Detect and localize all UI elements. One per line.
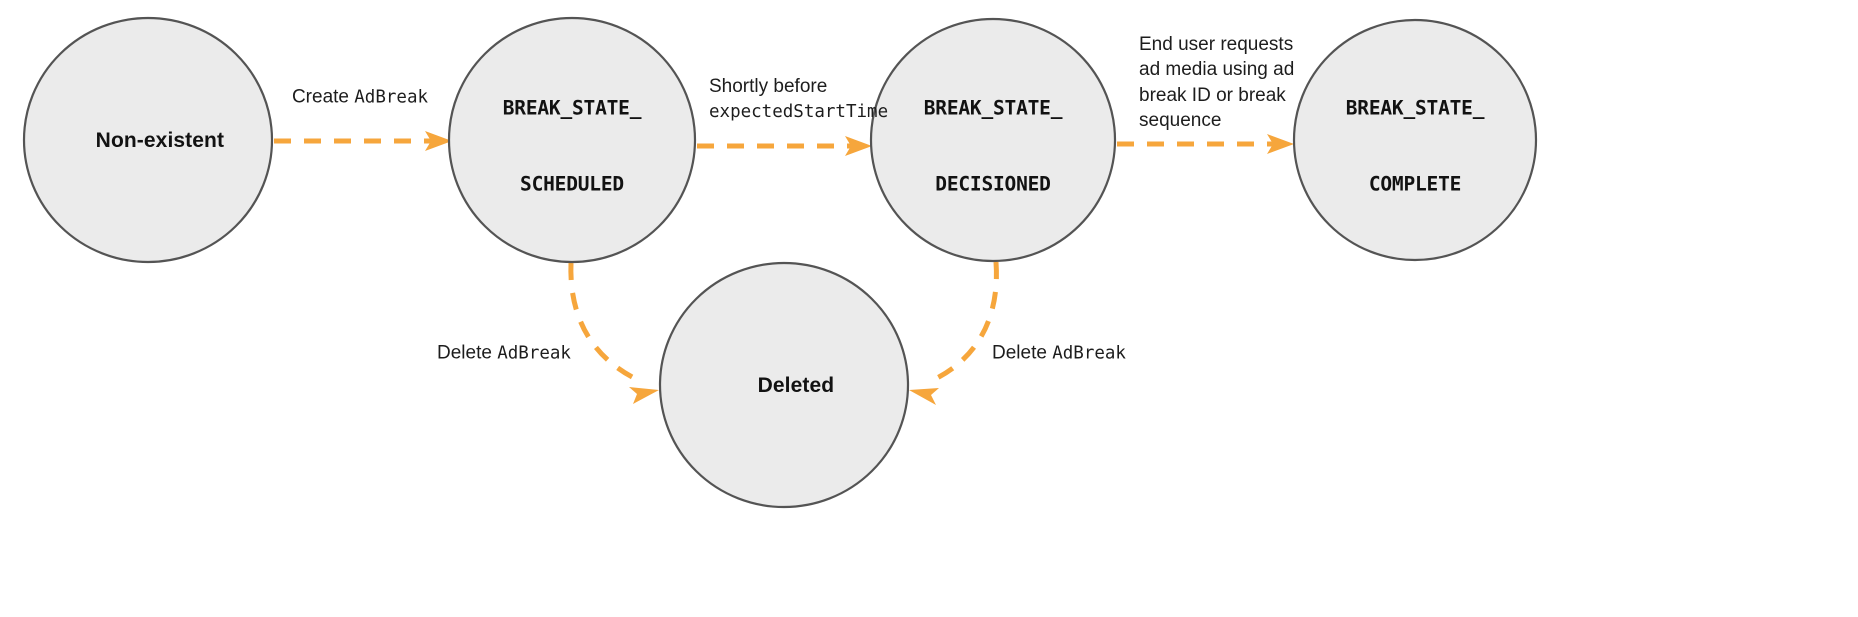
- nodes-layer: [22, 16, 1538, 509]
- edge-delete-from-scheduled[interactable]: [568, 262, 659, 404]
- edge-delete-from-decisioned-line: [933, 261, 999, 382]
- edge-delete-from-scheduled-arrowhead: [629, 387, 659, 404]
- edge-delete-from-decisioned[interactable]: [909, 261, 999, 405]
- node-non-existent[interactable]: [22, 16, 274, 264]
- node-break-state-decisioned[interactable]: [869, 17, 1117, 263]
- edge-delete-from-decisioned-arrowhead: [909, 388, 939, 405]
- edge-end-user-requests[interactable]: [1117, 134, 1294, 154]
- edges-layer: [274, 131, 1294, 405]
- edge-delete-from-scheduled-line: [568, 262, 636, 381]
- edge-create-adbreak-arrowhead: [425, 131, 452, 151]
- edge-shortly-before[interactable]: [697, 136, 872, 156]
- node-deleted[interactable]: [658, 261, 910, 509]
- edge-create-adbreak[interactable]: [274, 131, 452, 151]
- node-break-state-scheduled[interactable]: [447, 16, 697, 264]
- node-break-state-complete[interactable]: [1292, 18, 1538, 262]
- edge-shortly-before-arrowhead: [845, 136, 872, 156]
- edge-end-user-requests-arrowhead: [1267, 134, 1294, 154]
